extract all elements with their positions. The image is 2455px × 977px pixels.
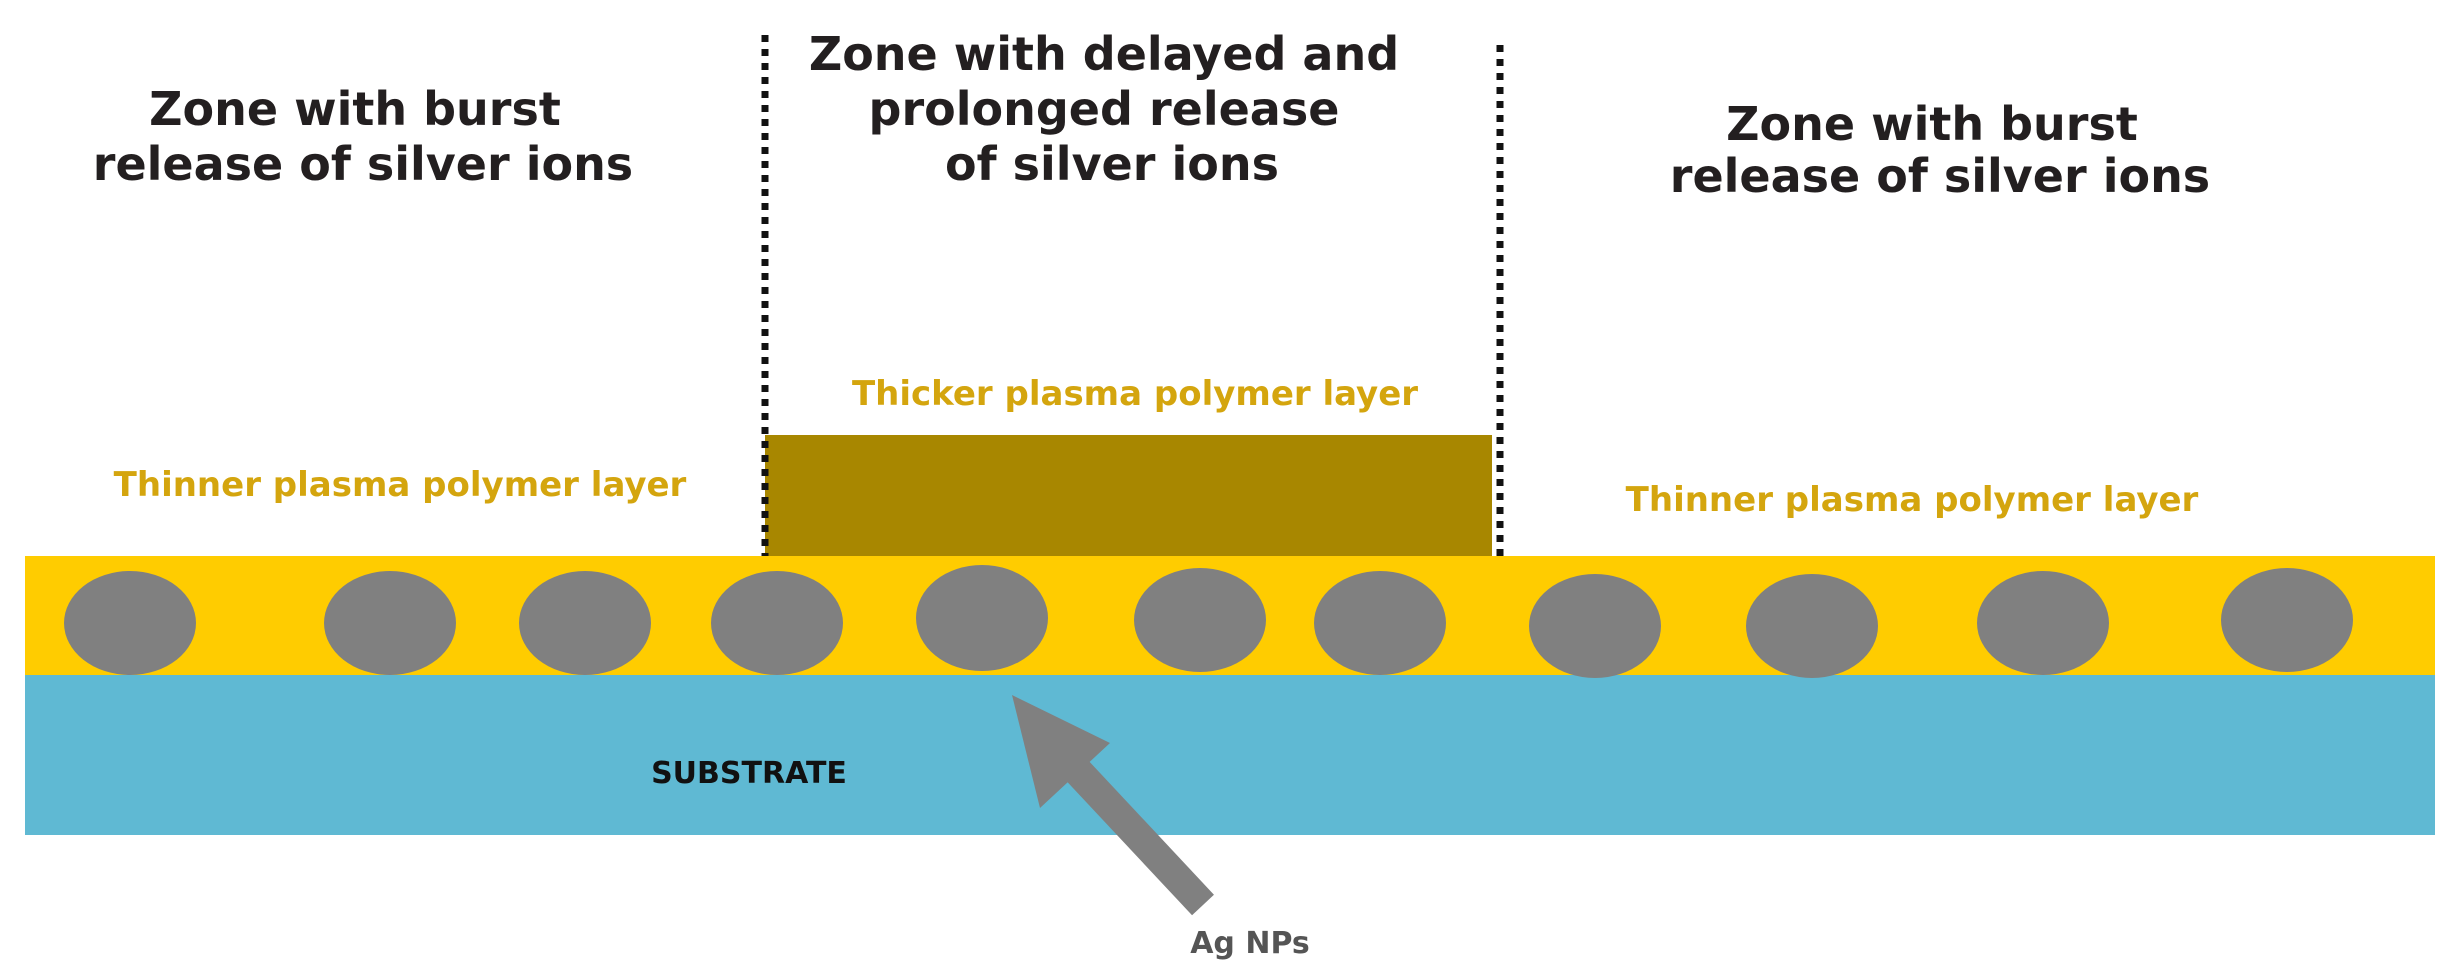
zone-title-right-line-1: Zone with burst: [1726, 97, 2138, 151]
zone-title-center-line-2: prolonged release: [869, 82, 1340, 136]
zone-title-left: Zone with burst release of silver ions: [93, 82, 633, 191]
zone-title-center-line-1: Zone with delayed and: [809, 27, 1399, 81]
substrate-label: SUBSTRATE: [651, 756, 847, 791]
ag-nps-arrow: [1012, 695, 1214, 916]
thinner-layer-label-right: Thinner plasma polymer layer: [1626, 480, 2199, 520]
ag-nanoparticle: [324, 571, 456, 675]
arrow-shaft: [1061, 754, 1214, 916]
nanoparticles-group: [64, 565, 2353, 678]
thinner-layer-label-left: Thinner plasma polymer layer: [114, 465, 687, 505]
ag-nanoparticle: [711, 571, 843, 675]
ag-nanoparticle: [1134, 568, 1266, 672]
ag-nanoparticle: [519, 571, 651, 675]
ag-nps-label: Ag NPs: [1190, 926, 1310, 961]
ag-nanoparticle: [916, 565, 1048, 671]
ag-nanoparticle: [1746, 574, 1878, 678]
ag-nanoparticle: [1529, 574, 1661, 678]
thick-plasma-polymer-layer: [765, 435, 1492, 556]
ag-nanoparticle: [64, 571, 196, 675]
thicker-layer-label: Thicker plasma polymer layer: [852, 374, 1418, 414]
substrate-layer: [25, 675, 2435, 835]
zone-title-center: Zone with delayed and prolonged release …: [809, 27, 1415, 191]
ag-nanoparticle: [2221, 568, 2353, 672]
zone-title-right-line-2: release of silver ions: [1670, 149, 2210, 203]
zone-title-left-line-1: Zone with burst: [149, 82, 561, 136]
zone-title-center-line-3: of silver ions: [945, 137, 1279, 191]
ag-nanoparticle: [1977, 571, 2109, 675]
zone-title-right: Zone with burst release of silver ions: [1670, 97, 2210, 203]
ag-nanoparticle: [1314, 571, 1446, 675]
arrow-head: [1012, 695, 1110, 808]
zone-title-left-line-2: release of silver ions: [93, 137, 633, 191]
